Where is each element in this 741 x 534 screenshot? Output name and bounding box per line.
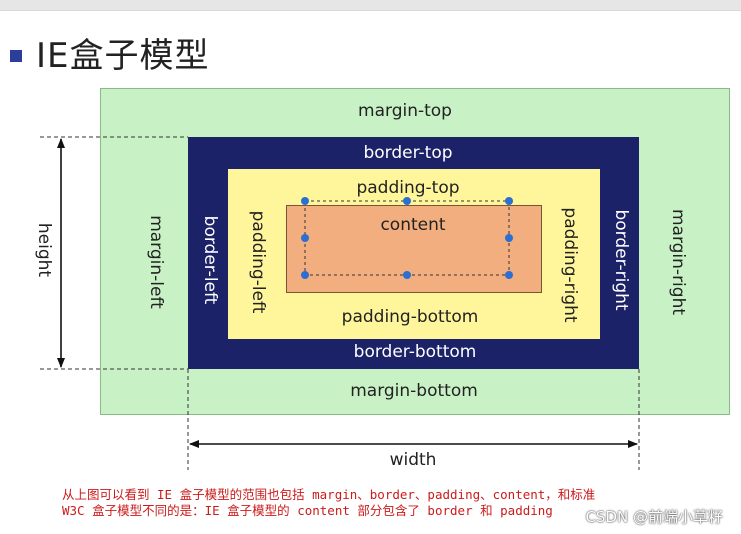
bullet-square-icon: [10, 49, 22, 62]
handle-bottom-right: [505, 271, 513, 279]
handle-middle-left: [301, 234, 309, 242]
content-area: [286, 205, 542, 293]
margin-bottom-label: margin-bottom: [350, 381, 478, 401]
padding-bottom-label: padding-bottom: [341, 307, 479, 327]
watermark: CSDN @前端小草籽: [585, 508, 723, 526]
slide-title: IE盒子模型: [36, 36, 210, 76]
slide-title-row: IE盒子模型: [10, 28, 210, 77]
border-top-label: border-top: [363, 143, 453, 163]
handle-bottom-left: [301, 271, 309, 279]
note-line-1: 从上图可以看到 IE 盒子模型的范围也包括 margin、border、padd…: [62, 487, 596, 502]
handle-bottom-center: [403, 271, 411, 279]
content-label: content: [380, 215, 446, 235]
width-label: width: [389, 450, 437, 470]
handle-top-right: [505, 197, 513, 205]
window-top-bar: [0, 0, 741, 11]
margin-top-label: margin-top: [358, 101, 452, 121]
border-bottom-label: border-bottom: [353, 342, 477, 362]
handle-top-center: [403, 197, 411, 205]
padding-top-label: padding-top: [356, 178, 460, 198]
handle-middle-right: [505, 234, 513, 242]
handle-top-left: [301, 197, 309, 205]
content-selection-outline: [304, 200, 510, 276]
note-line-2: W3C 盒子模型不同的是：IE 盒子模型的 content 部分包含了 bord…: [62, 503, 553, 518]
